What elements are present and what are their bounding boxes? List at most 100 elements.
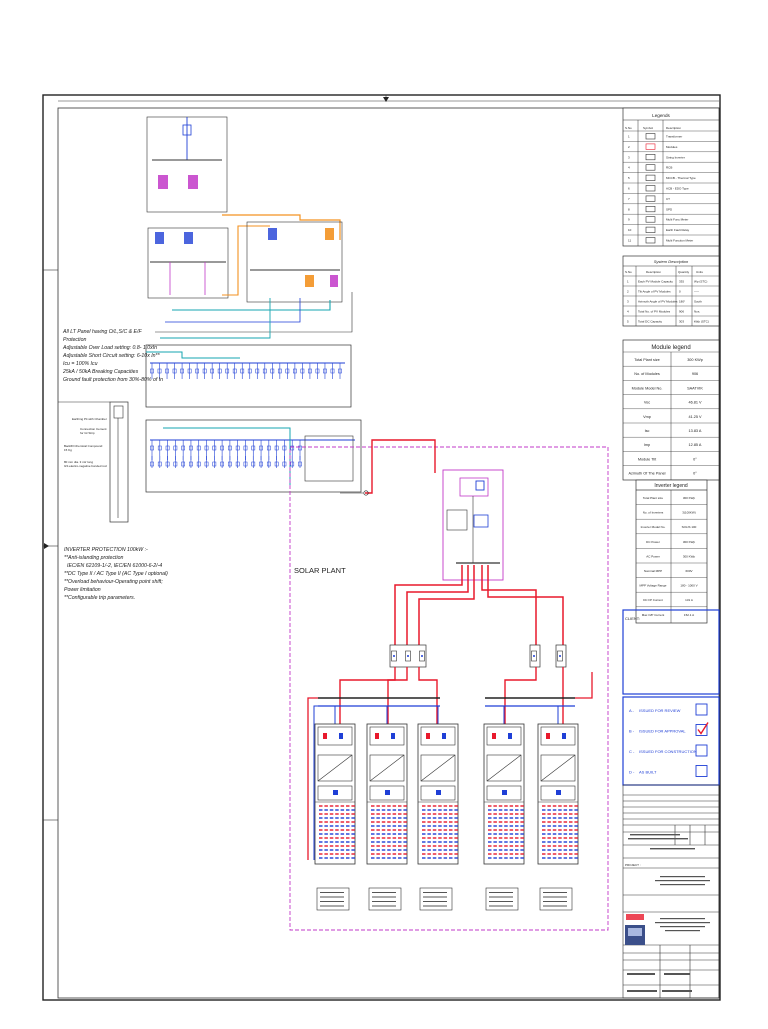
feeder-breaker-icon [195, 368, 199, 374]
feeder-breaker-icon [259, 461, 263, 467]
inverter-row-label: DC I/P Current [643, 598, 663, 602]
legend-row-sno: 2 [628, 145, 630, 149]
inverter-mppt-icon [436, 790, 441, 795]
inverter-row-value: 180 - 1000 V [680, 584, 697, 588]
inverter-ac-breaker-icon [492, 733, 496, 739]
legend-symbol-icon [645, 154, 656, 161]
feeder-breaker-icon [282, 445, 287, 451]
inverter-dc-breaker-icon [508, 733, 512, 739]
string-label-line [320, 905, 344, 907]
feeder-breaker-icon [220, 461, 224, 467]
string-label-line [423, 892, 447, 893]
feeder-breaker-icon [172, 368, 177, 374]
inner-border [57, 107, 720, 999]
module-row-value: 906 [692, 372, 698, 376]
string-inverters [314, 706, 579, 911]
feeder-breaker-icon [251, 445, 256, 451]
title-block-text-lines [627, 834, 710, 992]
jb-breaker-icon [391, 650, 397, 662]
legend-row-sno: 3 [628, 155, 630, 159]
string-label-line [489, 896, 513, 898]
inv-protection-4: **DC Type II / AC Type II (AC Type I opt… [64, 571, 168, 577]
inverter-ac-section [317, 726, 353, 746]
feeder-breaker-icon [251, 461, 256, 467]
string-label-line [372, 896, 396, 898]
inverter-diagonal [486, 754, 522, 782]
feeder-breaker-icon [240, 368, 245, 374]
lt-panel-block [146, 116, 353, 339]
legend-symbol-icon [645, 185, 656, 192]
feeder-breaker-icon [225, 368, 230, 374]
feeder-breaker-icon [228, 461, 232, 467]
feeder-breaker-icon [274, 461, 279, 467]
feeder-breaker-icon [270, 368, 275, 374]
legend-row-sno: 8 [628, 207, 630, 211]
feeder-breaker-icon [157, 368, 162, 374]
inverter-mppt-icon [385, 790, 390, 795]
inverter-mppt-icon [333, 790, 338, 795]
inverter-row-label: MPP Voltage Range [640, 584, 667, 588]
legend-row-sno: 5 [628, 176, 630, 180]
legend-row-sno: 1 [628, 135, 630, 139]
project-label: PROJECT : [625, 863, 641, 867]
feeder-breaker-icon [300, 368, 305, 374]
inverter-mppt-box [369, 785, 405, 801]
feeder-breaker-icon [277, 368, 282, 374]
sysdesc-row-sno: 3 [627, 300, 629, 304]
feeder-breaker-icon [259, 445, 263, 451]
feeder-breaker-icon [189, 461, 193, 467]
earthing-note-1: Earthing Pit with Chamber [72, 417, 107, 421]
legend-symbol-icon [645, 206, 656, 213]
lt-note-4: Adjustable Short Circuit setting: 6-10x … [62, 353, 161, 359]
sysdesc-row-units: ----- [694, 290, 699, 294]
module-legend-heading: Module legend [651, 345, 690, 351]
sysdesc-row-qty: 335 [679, 280, 684, 284]
sysdesc-row-desc: Each PV Module Capacity [638, 280, 673, 284]
feeder-breaker-icon [180, 368, 184, 374]
string-label-box [316, 887, 350, 911]
inverter-ac-section [369, 726, 405, 746]
legend-row-sno: 6 [628, 187, 630, 191]
junction-boxes [339, 644, 567, 735]
module-row-label: No. of Modules [634, 372, 660, 376]
inverter-ac-breaker-icon [546, 733, 550, 739]
feeder-breaker-icon [217, 368, 222, 374]
lt-note-7: Ground fault protection from 30%-80% of … [63, 377, 163, 383]
inv-protection-2: **Anti-islanding protection [64, 555, 124, 561]
lt-feeders [150, 363, 342, 468]
inverter-diagonal [317, 754, 353, 782]
sysdesc-row-desc: Tilt Angle of PV Modules [638, 290, 671, 294]
feeder-breaker-icon [255, 368, 260, 374]
lt-note-6: 25kA / 50kA Breaking Capacities [62, 369, 139, 375]
inverter-mppt-box [486, 785, 522, 801]
sysdesc-row-qty: 0 [679, 290, 681, 294]
feeder-breaker-icon [266, 461, 271, 467]
inverter-conversion-box [486, 754, 522, 782]
status-code: B - [629, 729, 635, 734]
feeder-breaker-icon [187, 368, 192, 374]
module-row-value: 0° [693, 457, 697, 461]
lt-note-2: Protection [63, 337, 86, 343]
legend-row-sno: 7 [628, 197, 630, 201]
jb-breaker-icon [557, 650, 563, 662]
feeder-breaker-icon [204, 461, 209, 467]
feeder-breaker-icon [243, 445, 248, 451]
feeder-breaker-icon [196, 445, 201, 451]
sysdesc-row-desc: Total DC Capacity [638, 320, 663, 324]
legend-symbol-icon [645, 164, 656, 171]
string-label-line [423, 901, 447, 902]
module-row-value: 13.83 A [689, 429, 702, 433]
legend-symbol-icon [645, 143, 656, 150]
earthing-note-6: 80 mm dia. 3 mtr long [64, 460, 93, 464]
inverter-ac-feeder [418, 667, 438, 735]
string-label-box [485, 887, 519, 911]
inverter-mppt-box [317, 785, 353, 801]
inverter-ac-breaker-icon [426, 733, 430, 739]
inverter-dc-breaker-icon [562, 733, 566, 739]
client-label: CLIENT: [625, 616, 640, 621]
feeder-breaker-icon [150, 461, 154, 467]
export-breaker [363, 490, 369, 496]
feeder-breaker-icon [204, 445, 209, 451]
inverter-row-value: 300 KWp [683, 540, 696, 544]
